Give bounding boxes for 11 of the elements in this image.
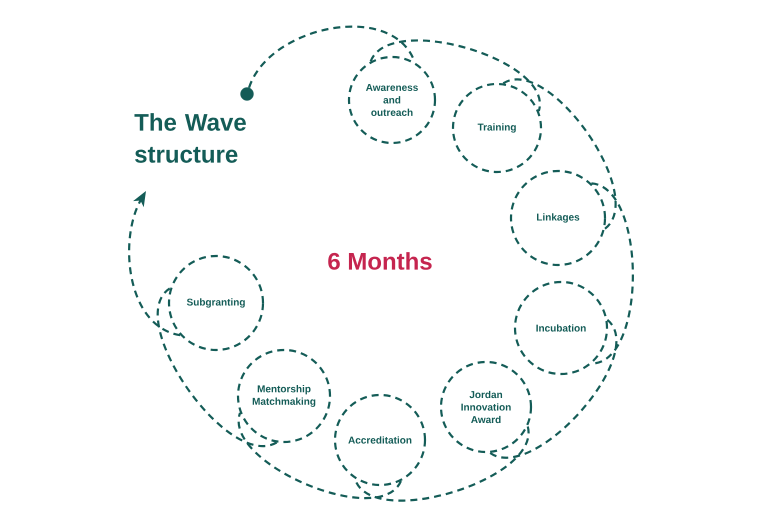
connector-line [502,78,617,230]
connector-line [354,426,529,502]
connector-line [490,319,618,459]
connector-line [591,182,634,365]
duration-label: 6 Months [328,252,432,270]
start-dot [240,87,254,101]
title: The Wave structure [134,113,246,163]
connector-line [156,287,277,448]
connector-line [248,26,416,88]
connector-line [238,412,402,500]
connector-line [370,40,540,112]
